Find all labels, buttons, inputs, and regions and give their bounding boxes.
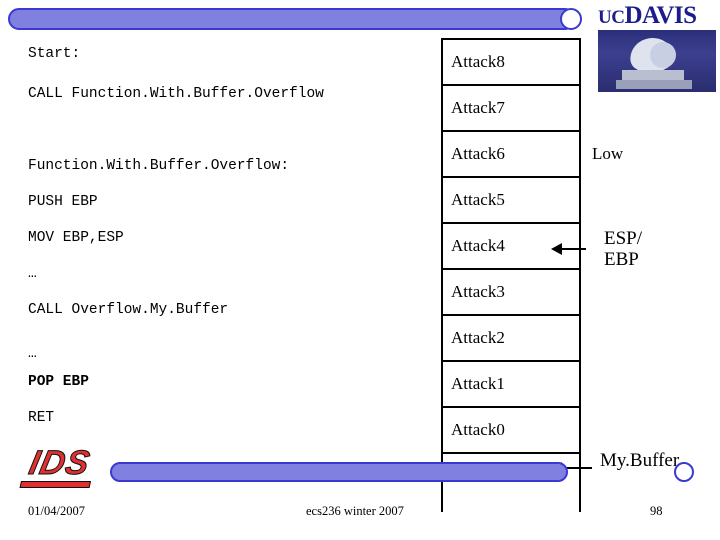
stack-cell-attack6: Attack6: [443, 132, 579, 178]
stack-cell-attack8: Attack8: [443, 40, 579, 86]
bottom-decorative-bar: [110, 462, 568, 482]
egghead-statue-photo: [598, 30, 716, 92]
code-line-function-label: Function.With.Buffer.Overflow:: [28, 158, 290, 174]
top-decorative-bar: [8, 8, 576, 30]
code-line-call-function: CALL Function.With.Buffer.Overflow: [28, 86, 324, 102]
stack-diagram: Attack8 Attack7 Attack6 Attack5 Attack4 …: [441, 38, 581, 500]
ucdavis-logo-uc: UC: [598, 7, 625, 28]
stack-cell-attack0: Attack0: [443, 408, 579, 454]
bottom-bar-knob: [674, 462, 694, 482]
code-line-ellipsis-2: …: [28, 346, 37, 362]
annotation-my-buffer: My.Buffer: [600, 450, 680, 471]
esp-ebp-arrow-line: [560, 248, 586, 250]
code-line-start: Start:: [28, 46, 81, 62]
annotation-low: Low: [592, 144, 624, 163]
pedestal-base: [616, 80, 692, 89]
stack-cell-attack3: Attack3: [443, 270, 579, 316]
code-line-ret: RET: [28, 410, 55, 426]
footer-course: ecs236 winter 2007: [306, 504, 404, 518]
pedestal-top: [622, 70, 684, 82]
ucdavis-logo: UCDAVIS: [598, 2, 716, 29]
ucdavis-logo-davis: DAVIS: [624, 2, 697, 29]
footer-date: 01/04/2007: [28, 504, 85, 518]
code-line-push-ebp: PUSH EBP: [28, 194, 98, 210]
ids-logo-icon: IDS: [17, 443, 101, 491]
code-line-call-overflow: CALL Overflow.My.Buffer: [28, 302, 229, 318]
ids-logo-underline: [19, 481, 92, 488]
code-line-ellipsis-1: …: [28, 266, 37, 282]
code-line-pop-ebp: POP EBP: [28, 374, 89, 390]
ids-logo-text: IDS: [25, 444, 94, 483]
stack-cell-attack7: Attack7: [443, 86, 579, 132]
top-bar-knob: [560, 8, 582, 30]
esp-ebp-arrow-head-icon: [551, 243, 562, 255]
statue-head-icon: [650, 42, 676, 68]
footer-page-number: 98: [650, 504, 663, 518]
stack-cell-attack2: Attack2: [443, 316, 579, 362]
mybuffer-arrow-line: [560, 467, 592, 469]
code-line-mov-ebp-esp: MOV EBP,ESP: [28, 230, 124, 246]
stack-cell-attack1: Attack1: [443, 362, 579, 408]
annotation-esp-ebp: ESP/EBP: [604, 228, 643, 270]
stack-cell-attack5: Attack5: [443, 178, 579, 224]
